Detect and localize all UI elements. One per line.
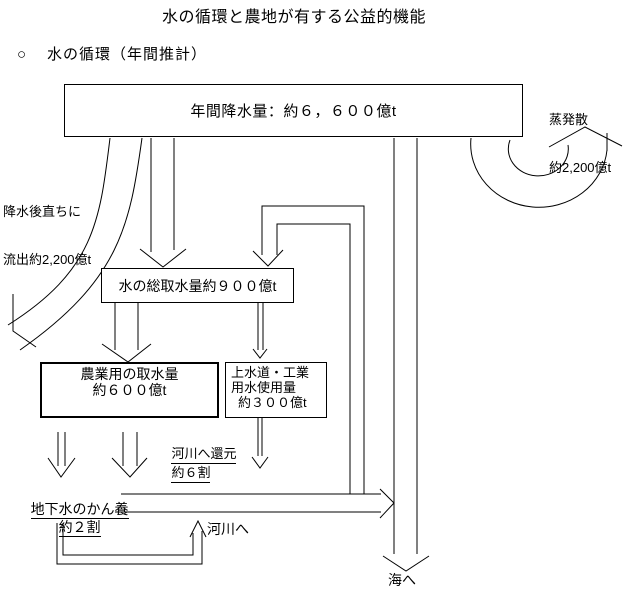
waterworks-industry-line3: 約３００億t: [238, 395, 307, 410]
sea-channel-arrow: [382, 138, 430, 572]
agriculture-intake-line1: 農業用の取水量: [80, 366, 179, 382]
river-return-label-line1: 河川へ還元: [157, 431, 237, 479]
section-bullet-icon: ○: [17, 46, 27, 63]
runoff-label: 降水後直ちに 流出約2,200億t: [3, 172, 91, 300]
river-return-label-line2: 約６割: [157, 450, 211, 498]
groundwater-text2: 約２割: [58, 519, 101, 538]
river-to-sea-arrow: [115, 488, 395, 519]
intake-to-waterworks-arrow: [252, 303, 268, 359]
section-heading: 水の循環（年間推計）: [47, 46, 208, 63]
evaporation-arrow: [470, 126, 623, 208]
groundwater-label-line2: 約２割: [43, 502, 101, 554]
runoff-arrow: [7, 137, 143, 351]
to-sea-label: 海へ: [388, 572, 416, 588]
river-return-text2: 約６割: [171, 465, 211, 483]
precipitation-to-intake-arrow: [139, 138, 187, 268]
total-intake-box: 水の総取水量約９００億t: [101, 268, 294, 303]
agriculture-recharge-arrow-left: [47, 432, 76, 478]
page-title: 水の循環と農地が有する公益的機能: [162, 9, 427, 26]
groundwater-text1: 地下水のかん養: [30, 501, 129, 520]
total-intake-label: 水の総取水量約９００億t: [118, 277, 277, 294]
river-reintake-loop-arrow: [252, 205, 365, 494]
evaporation-label-line1: 蒸発散: [549, 112, 589, 127]
runoff-label-line1: 降水後直ちに: [3, 204, 82, 219]
groundwater-label-line1: 地下水のかん養: [15, 484, 129, 536]
agriculture-intake-box: 農業用の取水量 約６００億t: [40, 362, 219, 418]
river-return-text1: 河川へ還元: [171, 446, 237, 464]
evaporation-label-line2: 約2,200億t: [549, 160, 612, 175]
intake-to-agriculture-arrow: [101, 303, 152, 363]
to-river-label: 河川へ: [207, 521, 249, 537]
groundwater-to-river-loop-arrow: [56, 519, 207, 565]
agriculture-recharge-arrow-right: [111, 432, 148, 478]
agriculture-intake-line2: 約６００億t: [92, 382, 167, 398]
waterworks-industry-line1: 上水道・工業: [231, 365, 310, 380]
waterworks-industry-line2: 用水使用量: [231, 380, 297, 395]
waterworks-industry-box: 上水道・工業 用水使用量 約３００億t: [225, 362, 327, 418]
runoff-label-line2: 流出約2,200億t: [3, 252, 92, 267]
evaporation-label: 蒸発散 約2,200億t: [549, 80, 611, 208]
waterworks-down-arrow: [251, 418, 269, 469]
annual-precipitation-label: 年間降水量：約６，６００億t: [190, 103, 397, 120]
annual-precipitation-box: 年間降水量：約６，６００億t: [64, 84, 523, 137]
